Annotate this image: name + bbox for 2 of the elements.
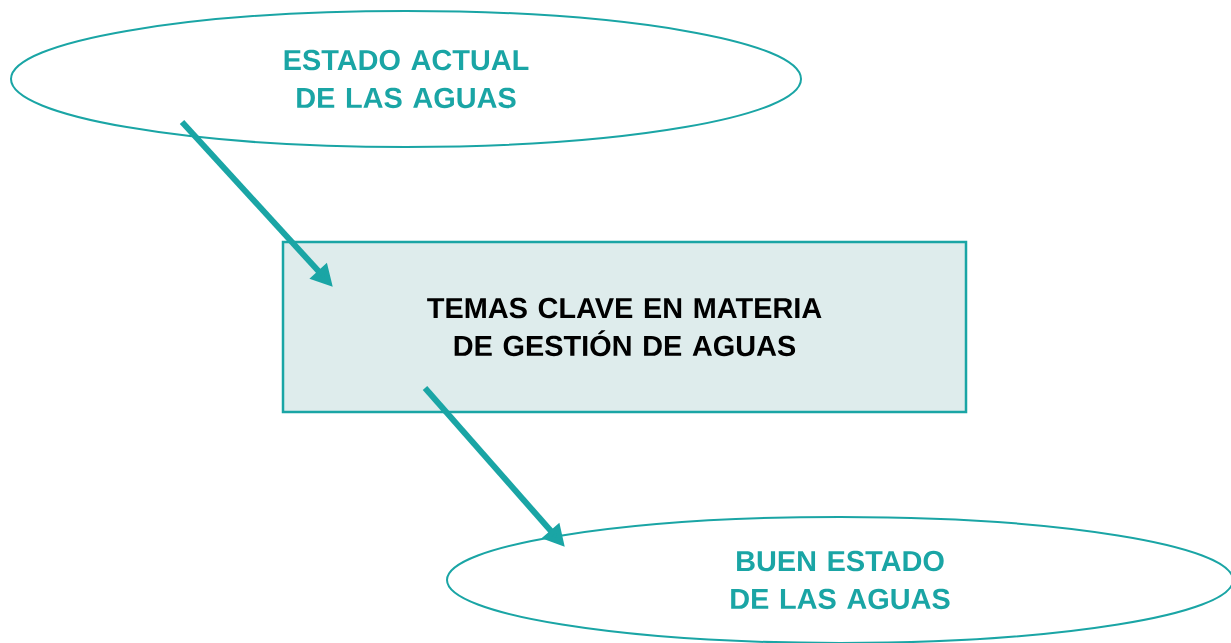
topic-box: TEMAS CLAVE EN MATERIA DE GESTIÓN DE AGUAS: [281, 240, 968, 414]
ellipse-node: ESTADO ACTUAL DE LAS AGUAS: [10, 10, 802, 148]
